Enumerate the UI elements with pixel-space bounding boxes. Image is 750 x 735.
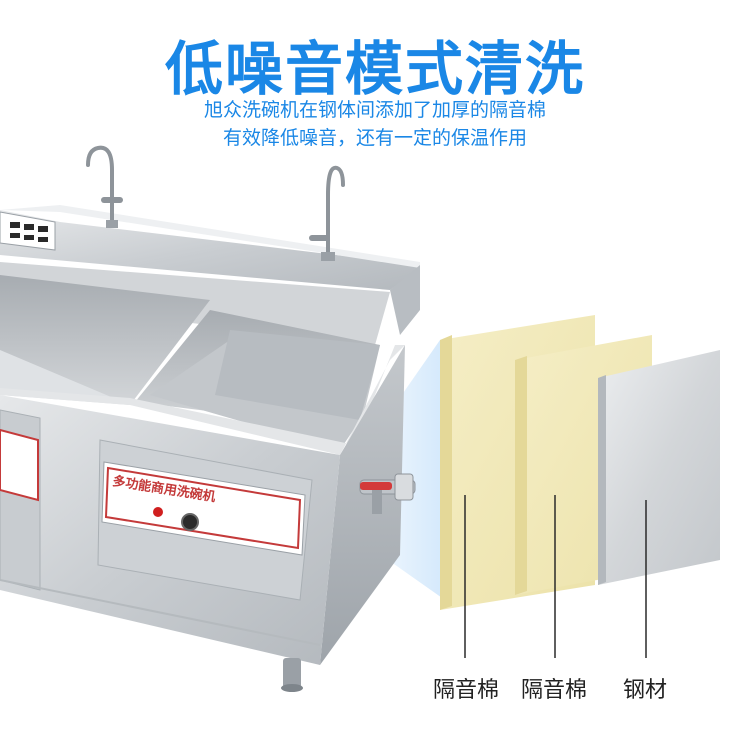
power-indicator	[153, 507, 163, 517]
layer-label-2: 隔音棉	[521, 678, 588, 703]
faucet-left	[86, 145, 123, 228]
backsplash-side	[390, 265, 420, 335]
display-digit	[38, 237, 48, 242]
basin-right-wall	[215, 330, 380, 420]
steel-plate	[598, 350, 720, 585]
display-digit	[10, 222, 20, 228]
backsplash-top	[0, 205, 420, 268]
leg-foot	[281, 684, 303, 692]
display-digit	[24, 235, 34, 240]
layer-label-1: 隔音棉	[433, 678, 500, 703]
display-digit	[10, 233, 20, 238]
panel-border	[104, 466, 302, 550]
side-panel	[320, 345, 405, 665]
cabinet-seam	[0, 579, 321, 646]
subtitle-line-2: 有效降低噪音，还有一定的保温作用	[222, 127, 527, 149]
front-rim	[0, 345, 405, 455]
layer-label-3: 钢材	[623, 678, 668, 703]
right-control-panel	[101, 461, 306, 556]
display-digit	[24, 224, 34, 230]
left-control-panel	[0, 428, 39, 502]
drain-valve	[359, 473, 416, 514]
page-title: 低噪音模式清洗	[164, 35, 585, 103]
faucet-right	[309, 165, 345, 261]
backsplash	[0, 210, 420, 290]
control-knob	[181, 513, 199, 531]
display-digit	[38, 226, 48, 232]
subtitle-line-1: 旭众洗碗机在钢体间添加了加厚的隔音棉	[203, 99, 546, 121]
leg	[283, 658, 301, 688]
